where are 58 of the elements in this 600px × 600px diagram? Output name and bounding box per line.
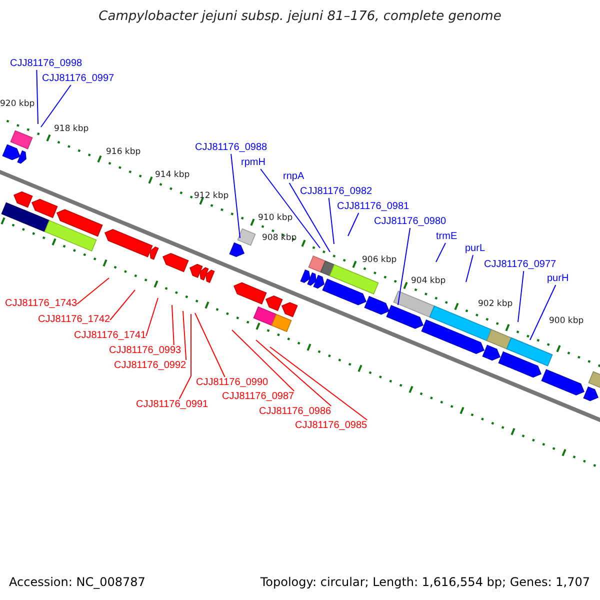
gene-label: CJJ81176_0992 [114,360,186,372]
scale-label: 900 kbp [549,316,584,326]
leader-line [194,312,226,378]
gene-label: CJJ81176_0991 [136,399,208,411]
leader-line [436,242,446,262]
leader-line [110,290,136,320]
scale-label: 906 kbp [362,255,397,265]
leader-line [232,330,295,392]
gene-label: CJJ81176_1741 [74,330,146,342]
leader-line [230,154,240,238]
gene-label: CJJ81176_0985 [295,420,368,432]
leader-line [348,212,360,236]
leader-line [328,198,334,244]
gene-label: CJJ81176_0987 [222,391,294,403]
scale-label: 914 kbp [155,170,190,180]
leader-line [146,298,158,336]
scale-label: 920 kbp [0,99,35,109]
leader-line [530,284,556,340]
scale-label: 908 kbp [262,233,297,243]
leader-line [288,182,330,252]
leader-line [260,168,320,248]
gene-label: rnpA [283,171,304,183]
gene-label: CJJ81176_0977 [484,259,556,271]
leader-line [178,314,192,400]
gene-label: trmE [436,231,458,243]
gene-label: CJJ81176_0982 [300,186,372,198]
title: Campylobacter jejuni subsp. jejuni 81–176, complete genome [98,9,502,24]
scale-label: 918 kbp [54,124,89,134]
leader-line [270,346,368,420]
leader-line [40,84,72,128]
scale-label: 904 kbp [411,276,446,286]
leader-line [182,310,187,360]
gene-label: CJJ81176_0981 [337,201,410,213]
accession-text: Accession: NC_008787 [9,575,146,589]
leader-line [256,340,332,406]
gene-label: CJJ81176_1743 [5,298,78,310]
gene-label: CJJ81176_0993 [109,345,182,357]
gene-label: purL [465,243,486,255]
scale-label: 902 kbp [478,299,513,309]
leader-line [76,278,110,304]
leader-line [172,304,174,346]
leader-line [398,228,411,306]
leader-line [518,270,524,322]
gene-label: purH [547,273,569,285]
leader-line [36,70,38,124]
scale-label: 916 kbp [106,147,141,157]
gene-label: rpmH [241,157,266,169]
gene-label: CJJ81176_0997 [42,73,114,85]
scale-label: 912 kbp [194,191,229,201]
scale-label: 910 kbp [258,213,293,223]
gene-label: CJJ81176_0990 [196,377,268,389]
gene-label: CJJ81176_0986 [259,406,332,418]
genome-stats-text: Topology: circular; Length: 1,616,554 bp; Genes: 1,707 [260,575,590,589]
leader-line [466,254,474,282]
gene-label: CJJ81176_0998 [10,58,82,70]
gene-label: CJJ81176_0980 [374,216,446,228]
gene-label: CJJ81176_0988 [195,142,268,154]
gene-label: CJJ81176_1742 [38,314,110,326]
